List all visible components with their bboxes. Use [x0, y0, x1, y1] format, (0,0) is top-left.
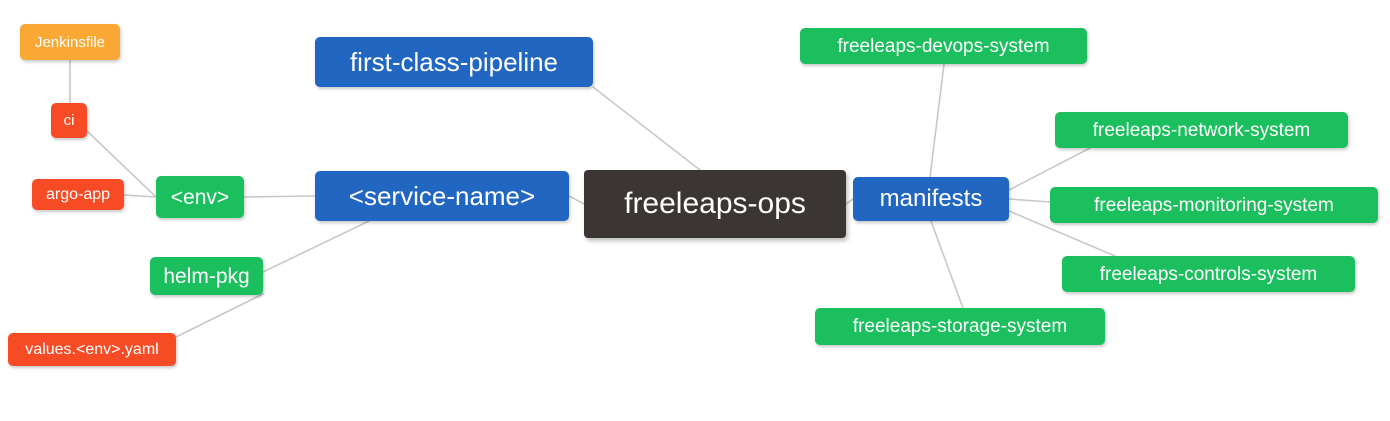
- mindmap-node-label: Jenkinsfile: [34, 33, 106, 51]
- mindmap-node-values-yaml[interactable]: values.<env>.yaml: [8, 333, 176, 366]
- mindmap-node-monitoring[interactable]: freeleaps-monitoring-system: [1050, 187, 1378, 223]
- mindmap-node-label: freeleaps-devops-system: [837, 35, 1050, 57]
- mindmap-node-ci[interactable]: ci: [51, 103, 87, 138]
- mindmap-node-label: first-class-pipeline: [349, 47, 559, 77]
- mindmap-node-label: argo-app: [45, 185, 111, 203]
- mindmap-node-label: <env>: [170, 185, 230, 209]
- mindmap-node-root[interactable]: freeleaps-ops: [584, 170, 846, 238]
- mindmap-node-label: ci: [63, 112, 75, 129]
- edge-manifests-to-devops: [929, 63, 945, 178]
- mindmap-node-label: <service-name>: [348, 181, 536, 211]
- mindmap-node-pipeline[interactable]: first-class-pipeline: [315, 37, 593, 87]
- edge-manifests-to-storage: [930, 220, 964, 309]
- mindmap-node-helm-pkg[interactable]: helm-pkg: [150, 257, 263, 295]
- mindmap-node-network[interactable]: freeleaps-network-system: [1055, 112, 1348, 148]
- mindmap-node-jenkinsfile[interactable]: Jenkinsfile: [20, 24, 120, 60]
- mindmap-node-manifests[interactable]: manifests: [853, 177, 1009, 221]
- edge-service-name-to-root: [568, 195, 585, 205]
- mindmap-node-env[interactable]: <env>: [156, 176, 244, 218]
- mindmap-node-label: freeleaps-network-system: [1092, 119, 1311, 141]
- mindmap-node-devops[interactable]: freeleaps-devops-system: [800, 28, 1087, 64]
- edge-helm-pkg-to-service-name: [262, 220, 370, 273]
- mindmap-node-service-name[interactable]: <service-name>: [315, 171, 569, 221]
- mindmap-node-label: freeleaps-storage-system: [852, 316, 1068, 337]
- mindmap-node-label: helm-pkg: [163, 264, 250, 288]
- edge-pipeline-to-root: [592, 86, 701, 171]
- mindmap-node-label: freeleaps-monitoring-system: [1094, 194, 1334, 216]
- edge-values-yaml-to-helm-pkg: [175, 293, 264, 338]
- edge-argo-app-to-env: [123, 194, 157, 198]
- mindmap-node-storage[interactable]: freeleaps-storage-system: [815, 308, 1105, 345]
- mindmap-node-label: freeleaps-ops: [624, 187, 806, 220]
- mindmap-node-label: values.<env>.yaml: [25, 340, 159, 358]
- edge-root-to-manifests: [845, 198, 854, 205]
- mindmap-node-label: manifests: [879, 185, 983, 212]
- mindmap-node-label: freeleaps-controls-system: [1099, 263, 1318, 285]
- edge-env-to-service-name: [243, 195, 316, 198]
- mindmap-node-controls[interactable]: freeleaps-controls-system: [1062, 256, 1355, 292]
- edge-manifests-to-monitoring: [1008, 198, 1051, 203]
- mindmap-node-argo-app[interactable]: argo-app: [32, 179, 124, 210]
- edge-manifests-to-network: [1008, 147, 1091, 191]
